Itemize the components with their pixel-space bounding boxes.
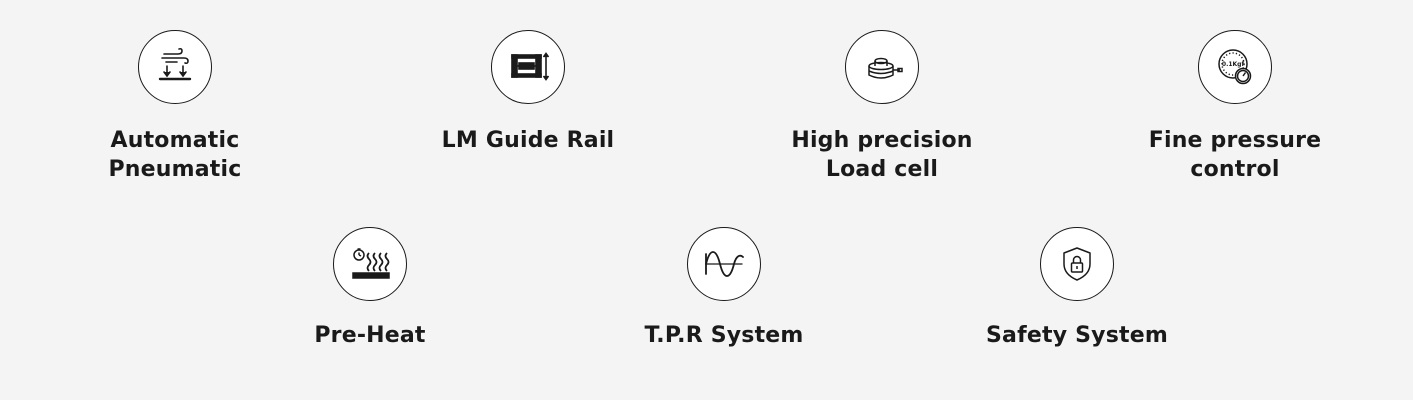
shield-lock-icon bbox=[1040, 227, 1114, 301]
preheat-icon bbox=[333, 227, 407, 301]
pneumatic-airflow-icon bbox=[138, 30, 212, 104]
feature-safety-system: Safety System bbox=[947, 227, 1207, 350]
feature-pre-heat: Pre-Heat bbox=[240, 227, 500, 350]
feature-automatic-pneumatic: Automatic Pneumatic bbox=[45, 30, 305, 184]
feature-load-cell: High precision Load cell bbox=[752, 30, 1012, 184]
feature-lm-guide-rail: LM Guide Rail bbox=[398, 30, 658, 155]
feature-label: T.P.R System bbox=[644, 323, 804, 348]
feature-label: Automatic Pneumatic bbox=[108, 128, 242, 182]
feature-label: Fine pressure control bbox=[1148, 128, 1322, 182]
feature-tpr-system: T.P.R System bbox=[594, 227, 854, 350]
guide-rail-icon bbox=[491, 30, 565, 104]
feature-label: LM Guide Rail bbox=[441, 128, 615, 153]
feature-label: Pre-Heat bbox=[314, 323, 426, 348]
gauge-text: 0.1Kgf bbox=[1222, 61, 1245, 68]
sine-wave-icon bbox=[687, 227, 761, 301]
feature-fine-pressure-control: 0.1Kgf Fine pressure control bbox=[1105, 30, 1365, 184]
pressure-gauge-icon: 0.1Kgf bbox=[1198, 30, 1272, 104]
load-cell-icon bbox=[845, 30, 919, 104]
feature-label: High precision Load cell bbox=[791, 128, 973, 182]
feature-label: Safety System bbox=[986, 323, 1168, 348]
